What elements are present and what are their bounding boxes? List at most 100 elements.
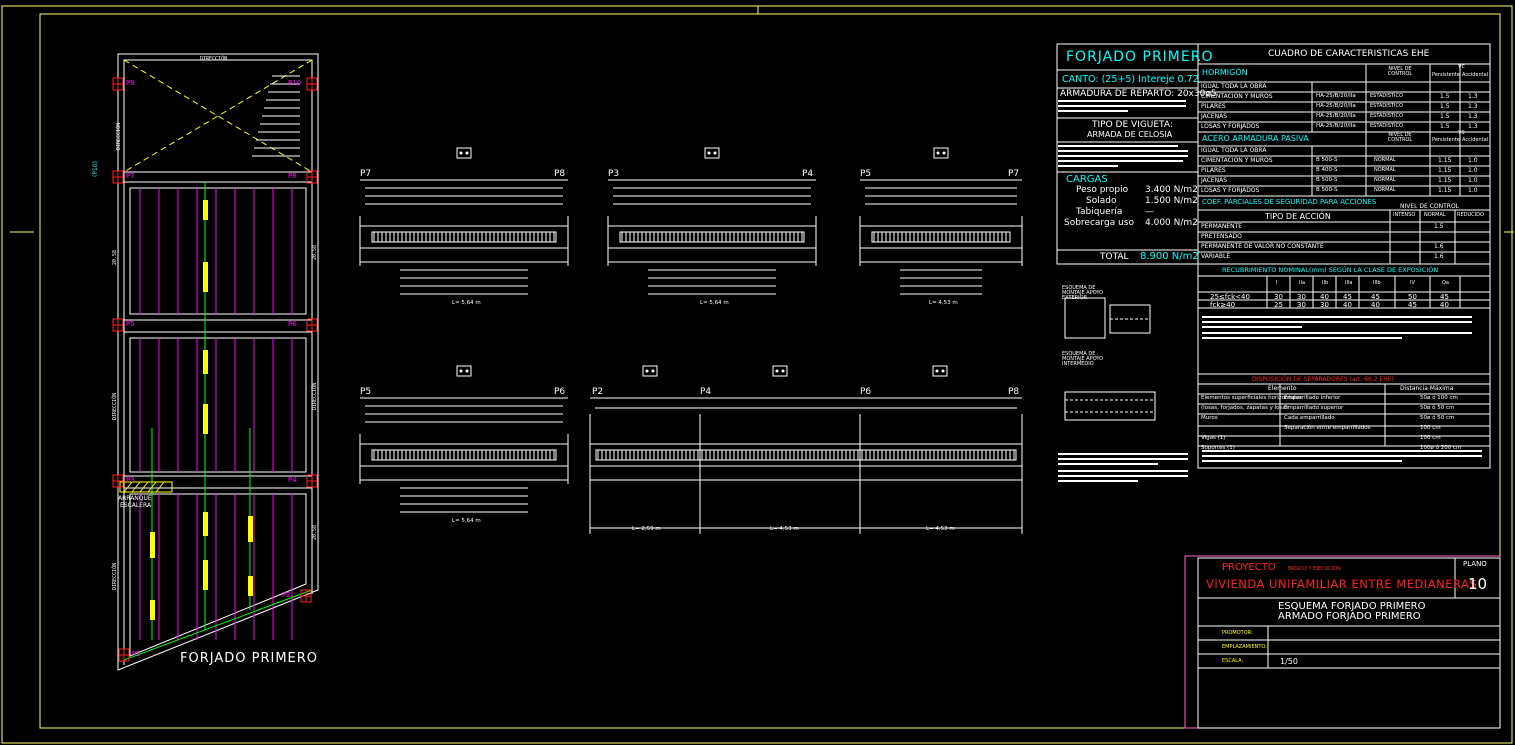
beam-band-p5-p6 xyxy=(123,319,313,333)
accion-name: PERMANENTE DE VALOR NO CONSTANTE xyxy=(1201,243,1324,250)
beam-length-label: L= 4,53 m xyxy=(929,300,958,306)
detail-label-1: ESQUEMA DE MONTAJE APOYO EXTERIOR xyxy=(1062,285,1104,301)
sep-sub: Separación entre emparrillados xyxy=(1284,425,1371,431)
svg-text:DIRECCIÓN: DIRECCIÓN xyxy=(311,383,318,410)
reducido: REDUCIDO xyxy=(1457,212,1484,218)
sep-dist: 100 cm xyxy=(1420,435,1441,441)
col-accidental-1: Accidental xyxy=(1462,72,1489,78)
svg-text:DIRECCIÓN: DIRECCIÓN xyxy=(111,563,118,590)
acero-row-elem: JACENAS xyxy=(1201,177,1228,184)
beam-length-label: L= 5,64 m xyxy=(452,518,481,524)
acero-row-p: 1.15 xyxy=(1438,167,1452,174)
svg-text:20.58: 20.58 xyxy=(312,525,318,540)
elemento-header: Elemento xyxy=(1268,385,1297,392)
distancia-header: Distancia Máxima xyxy=(1400,385,1454,392)
sep-elem: (losas, forjados, zapatas y losas xyxy=(1201,405,1289,411)
hormigon-row-elem: IGUAL TODA LA OBRA xyxy=(1201,83,1267,90)
load-value: — xyxy=(1145,207,1154,217)
detail-label-2: ESQUEMA DE MONTAJE APOYO INTERMEDIO xyxy=(1062,351,1104,367)
column-label-p5: P5 xyxy=(126,320,135,328)
vivienda-title: VIVIENDA UNIFAMILIAR ENTRE MEDIANERAS xyxy=(1206,577,1478,591)
column-markers xyxy=(112,77,318,662)
rec-value: 45 xyxy=(1440,293,1449,301)
sep-elem: Muros xyxy=(1201,415,1218,421)
rec-value: 30 xyxy=(1274,293,1283,301)
acero-row-elem: IGUAL TODA LA OBRA xyxy=(1201,147,1267,154)
hormigon-row-tipo: HA-25/B/20/IIa xyxy=(1316,103,1356,109)
hormigon-row-a: 1.3 xyxy=(1468,123,1478,130)
sep-elem: Vigas (1) xyxy=(1201,435,1226,441)
accion-val: 1.6 xyxy=(1434,243,1444,250)
load-name: Peso propio xyxy=(1076,185,1129,195)
column-marker xyxy=(306,77,318,91)
acero-row-tipo: B 400-S xyxy=(1316,167,1338,173)
cargas-title: CARGAS xyxy=(1066,174,1108,185)
nivel-control-3: NIVEL DE CONTROL xyxy=(1400,203,1460,210)
beam-length-label: L= 4,53 m xyxy=(926,526,955,532)
acero-row-tipo: B 500-S xyxy=(1316,187,1338,193)
sep-dist: 100ø ó 200 cm xyxy=(1420,445,1462,451)
column-label-p6: P6 xyxy=(288,320,297,328)
joist-lines xyxy=(139,188,293,640)
sep-elem: Soportes (1) xyxy=(1201,445,1235,451)
disposicion-title: DISPOSICIÓN DE SEPARADORES (art. 66.2 EH… xyxy=(1252,376,1394,383)
sep-dist: 50ø ó 100 cm xyxy=(1420,395,1458,401)
rec-header: IIIa xyxy=(1345,280,1353,286)
column-label-p10: P10 xyxy=(288,79,302,87)
hormigon-row-tipo: HA-25/B/20/IIa xyxy=(1316,113,1356,119)
beam-right-label: P6 xyxy=(554,387,566,397)
beam-details xyxy=(359,147,1023,534)
rec-header: I xyxy=(1276,280,1278,286)
acero-row-a: 1.0 xyxy=(1468,177,1478,184)
hormigon-row-ctrl: ESTADISTICO xyxy=(1370,123,1403,129)
sep-sub: Emparrillado superior xyxy=(1284,405,1344,411)
stair-label-1: ARRANQUE xyxy=(118,495,152,502)
nivel-control-2: NIVEL DE CONTROL xyxy=(1387,132,1413,143)
rec-header: Qa xyxy=(1442,280,1449,286)
rec-value: 30 xyxy=(1320,301,1329,309)
column-label-p9: P9 xyxy=(126,79,135,87)
col-accidental-2: Accidental xyxy=(1462,137,1489,143)
svg-text:DIRECCIÓN: DIRECCIÓN xyxy=(200,55,227,62)
escala-value: 1/50 xyxy=(1280,657,1298,666)
beam-detail-bottom-1 xyxy=(359,365,569,513)
proyecto-sub: BASICO Y EJECUCION xyxy=(1288,566,1341,572)
acero-row-p: 1.15 xyxy=(1438,187,1452,194)
beam-length-label: L= 4,53 m xyxy=(770,526,799,532)
hormigon-row-a: 1.3 xyxy=(1468,93,1478,100)
total-label: TOTAL xyxy=(1100,252,1129,262)
sep-elem: Elementos superficiales horizontales xyxy=(1201,395,1302,401)
svg-text:20.58: 20.58 xyxy=(112,250,118,265)
acero-row-tipo: B 500-S xyxy=(1316,177,1338,183)
acero-title: ACERO ARMADURA PASIVA xyxy=(1202,134,1309,143)
coef-title: COEF. PARCIALES DE SEGURIDAD PARA ACCION… xyxy=(1202,198,1377,206)
hormigon-row-tipo: HA-25/B/20/IIa xyxy=(1316,123,1356,129)
sep-dist: 50ø ó 50 cm xyxy=(1420,415,1455,421)
hormigon-row-p: 1.5 xyxy=(1440,103,1450,110)
hormigon-title: HORMIGÓN xyxy=(1202,68,1248,77)
load-name: Tabiquería xyxy=(1076,207,1123,217)
beam-left-label: P2 xyxy=(592,387,604,397)
hormigon-row-ctrl: ESTADISTICO xyxy=(1370,113,1403,119)
tipo-accion: TIPO DE ACCIÓN xyxy=(1265,212,1331,221)
rec-value: 40 xyxy=(1440,301,1449,309)
column-marker xyxy=(112,318,124,332)
beam-right-label: P8 xyxy=(1008,387,1020,397)
forjado-canto: CANTO: (25+5) Intereje 0.72 xyxy=(1062,74,1199,85)
hormigon-row-a: 1.3 xyxy=(1468,103,1478,110)
beam-right-label: P4 xyxy=(802,169,814,179)
floor-plan: DIRECCIÓN 20.58 DIRECCIÓN DIRECCIÓN 20.5… xyxy=(111,53,319,671)
rec-row-label: 25≤fck<40 xyxy=(1210,293,1250,301)
gamma-s: γs xyxy=(1458,129,1465,136)
acero-row-a: 1.0 xyxy=(1468,157,1478,164)
beam-mid-label: P4 xyxy=(700,387,712,397)
sep-sub: Cada emparrillado xyxy=(1284,415,1335,421)
column-marker xyxy=(306,318,318,332)
title-block-grid xyxy=(1184,555,1501,729)
rec-value: 30 xyxy=(1297,293,1306,301)
beam-detail-top-1 xyxy=(359,147,569,295)
beam-right-label: P8 xyxy=(554,169,566,179)
normal: NORMAL xyxy=(1424,212,1446,218)
svg-text:DIRECCIÓN: DIRECCIÓN xyxy=(115,123,122,150)
